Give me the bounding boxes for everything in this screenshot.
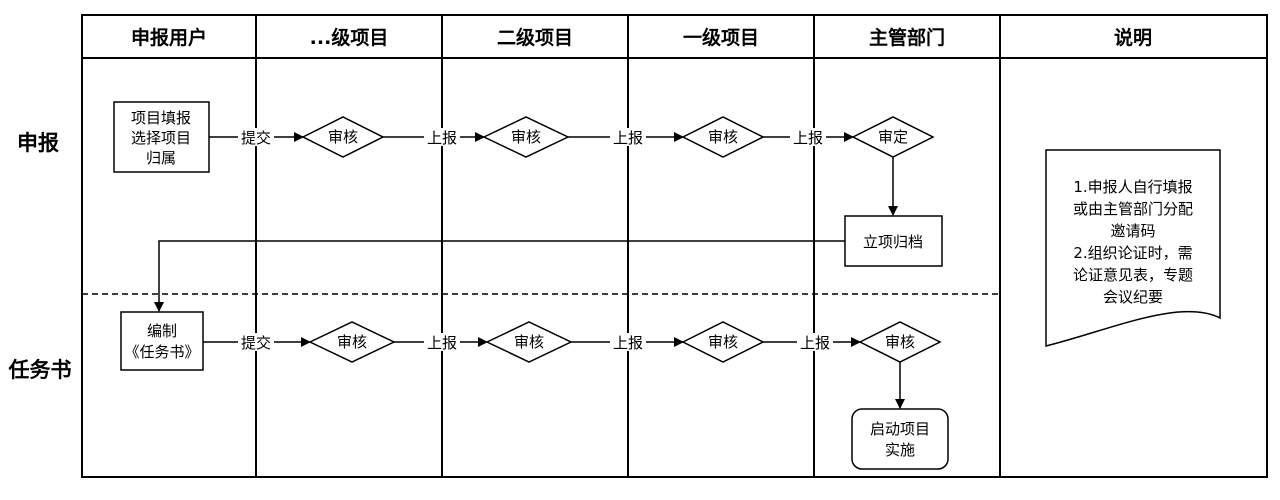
edge-label-bg — [797, 333, 833, 351]
note-line-4: 2.组织论证时，需 — [1073, 244, 1192, 262]
decision-review-7-label: 审核 — [885, 333, 915, 351]
edge-label-submit-2: 提交 — [241, 334, 271, 352]
decision-review-1: 审核 — [301, 116, 385, 158]
edge-label-bg — [424, 333, 460, 351]
edge-label-bg — [610, 128, 646, 146]
node-fill-form-line1: 项目填报 — [131, 109, 191, 127]
node-start-project-line2: 实施 — [885, 441, 915, 459]
column-header-applicant: 申报用户 — [131, 26, 207, 49]
edge-label-report-6: 上报 — [800, 334, 830, 352]
node-write-task-book-line2: 《任务书》 — [124, 343, 199, 361]
decision-review-4: 审核 — [308, 321, 396, 363]
decision-review-5-label: 审核 — [514, 333, 544, 351]
note-line-2: 或由主管部门分配 — [1073, 200, 1193, 218]
note-line-6: 会议纪要 — [1103, 288, 1163, 306]
decision-review-5: 审核 — [485, 321, 573, 363]
node-archive-label: 立项归档 — [863, 233, 923, 251]
edge-archive-to-task-book — [154, 240, 845, 312]
decision-review-7: 审核 — [858, 321, 942, 363]
column-dividers — [255, 15, 1001, 477]
node-start-project: 启动项目 实施 — [851, 408, 949, 470]
decision-review-2-label: 审核 — [511, 128, 541, 146]
note-line-5: 论证意见表，专题 — [1073, 266, 1193, 284]
edge-label-submit-1: 提交 — [241, 129, 271, 147]
decision-approve-label: 审定 — [878, 128, 908, 146]
row-label-task-book: 任务书 — [8, 358, 72, 382]
row-label-application: 申报 — [17, 131, 59, 155]
note-line-3: 邀请码 — [1110, 222, 1155, 240]
edge-label-bg — [610, 333, 646, 351]
decision-review-6-label: 审核 — [708, 333, 738, 351]
note-line-1: 1.申报人自行填报 — [1073, 178, 1192, 196]
edge-label-report-3: 上报 — [793, 129, 823, 147]
node-fill-form-line2: 选择项目 — [131, 129, 191, 147]
node-write-task-book-line1: 编制 — [147, 322, 177, 340]
column-header-authority: 主管部门 — [869, 26, 945, 49]
decision-review-6: 审核 — [681, 321, 765, 363]
decision-review-3-label: 审核 — [708, 128, 738, 146]
column-header-notes: 说明 — [1114, 26, 1152, 49]
edge-label-report-4: 上报 — [427, 334, 457, 352]
edge-label-bg — [790, 128, 826, 146]
node-write-task-book: 编制 《任务书》 — [120, 311, 204, 371]
table-frame — [81, 14, 1268, 478]
node-fill-form: 项目填报 选择项目 归属 — [113, 101, 210, 173]
decision-review-1-label: 审核 — [328, 128, 358, 146]
node-fill-form-line3: 归属 — [146, 149, 176, 167]
column-header-level-2: 二级项目 — [497, 26, 573, 49]
node-archive: 立项归档 — [844, 215, 943, 267]
column-header-level-n: ...级项目 — [310, 26, 389, 49]
edge-label-report-5: 上报 — [613, 334, 643, 352]
notes-document: 1.申报人自行填报 或由主管部门分配 邀请码 2.组织论证时，需 论证意见表，专… — [1045, 149, 1221, 347]
edge-label-bg — [238, 128, 274, 146]
column-header-level-1: 一级项目 — [683, 26, 759, 49]
edge-label-report-1: 上报 — [427, 129, 457, 147]
edge-label-bg — [424, 128, 460, 146]
node-start-project-line1: 启动项目 — [870, 420, 930, 438]
edge-label-bg — [238, 333, 274, 351]
decision-review-3: 审核 — [681, 116, 765, 158]
edge-label-report-2: 上报 — [613, 129, 643, 147]
decision-approve: 审定 — [851, 116, 935, 158]
decision-review-4-label: 审核 — [337, 333, 367, 351]
decision-review-2: 审核 — [482, 116, 570, 158]
